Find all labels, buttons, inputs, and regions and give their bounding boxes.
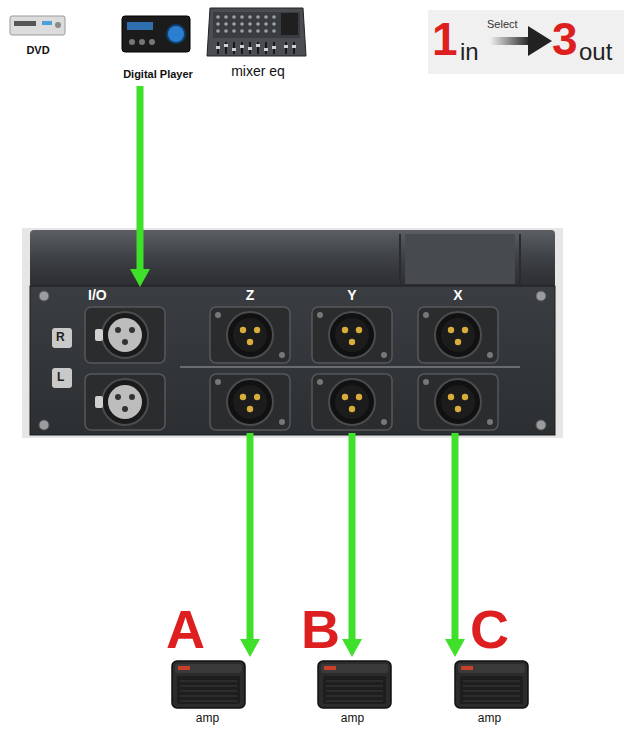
node-label: Digital Player	[108, 68, 208, 80]
digital-player-icon	[122, 16, 190, 52]
signal-arrow	[130, 86, 150, 287]
mixer-icon	[207, 8, 306, 56]
io-port-column: I/O	[84, 287, 170, 433]
arrow-head	[445, 639, 465, 657]
node-label: mixer eq	[204, 64, 312, 79]
node-label: Y	[307, 288, 397, 303]
arrow-head	[240, 639, 260, 657]
logo-number: 1	[432, 16, 458, 62]
node-label: amp	[442, 712, 537, 725]
amp-c: Camp	[442, 657, 537, 728]
logo-select: Select	[487, 19, 518, 30]
switch-box	[22, 228, 563, 438]
amp-b: Bamp	[305, 657, 400, 728]
node-label: amp	[160, 712, 255, 725]
node-label: Z	[205, 288, 295, 303]
node-label: DVD	[4, 44, 72, 56]
node-label: L	[57, 371, 64, 384]
node-label: amp	[305, 712, 400, 725]
switch-panel: R L I/O ZY X	[30, 228, 555, 435]
arrow-shaft	[452, 433, 459, 641]
mixer-device: mixer eq	[204, 2, 312, 84]
node-label: X	[413, 288, 503, 303]
logo-number: 3	[552, 16, 578, 62]
amp-letter: A	[166, 600, 205, 659]
amp-a: Aamp	[160, 657, 255, 728]
signal-arrow	[342, 433, 362, 657]
amp-letter: B	[301, 600, 340, 659]
arrow-head	[342, 639, 362, 657]
arrow-shaft	[137, 86, 144, 271]
dvd-device: DVD	[4, 8, 72, 58]
logo-word: in	[460, 40, 479, 64]
x-port-column: X	[413, 287, 503, 433]
node-label: R	[56, 331, 65, 344]
digital-player-device: Digital Player	[108, 6, 208, 86]
signal-arrow	[445, 433, 465, 657]
select-logo	[428, 10, 624, 74]
signal-arrow	[240, 433, 260, 657]
amp-letter: C	[470, 600, 509, 659]
dvd-icon	[10, 16, 65, 35]
arrow-shaft	[247, 433, 254, 641]
arrow-head	[130, 269, 150, 287]
logo-word: out	[579, 40, 612, 64]
arrow-shaft	[349, 433, 356, 641]
y-port-column: Y	[307, 287, 397, 433]
z-port-column: Z	[205, 287, 295, 433]
node-label: I/O	[88, 288, 107, 303]
